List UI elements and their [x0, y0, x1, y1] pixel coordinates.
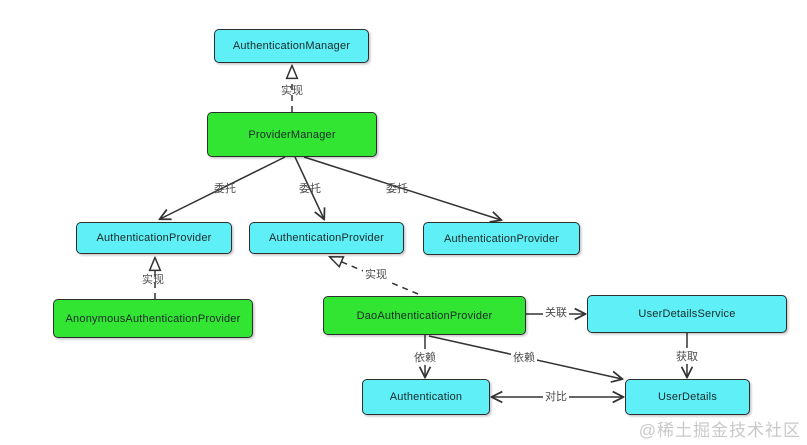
node-authentication-provider-right: AuthenticationProvider — [423, 222, 580, 255]
node-dao-authentication-provider: DaoAuthenticationProvider — [323, 296, 526, 335]
edge-delegate-middle — [294, 156, 324, 219]
node-provider-manager: ProviderManager — [207, 112, 377, 157]
node-authentication-provider-middle: AuthenticationProvider — [249, 222, 404, 254]
node-authentication-manager: AuthenticationManager — [214, 29, 369, 63]
node-authentication: Authentication — [362, 379, 490, 415]
node-user-details-service: UserDetailsService — [587, 295, 787, 333]
edge-depend-user-details — [428, 335, 622, 379]
node-anonymous-authentication-provider: AnonymousAuthenticationProvider — [53, 299, 253, 338]
edge-delegate-left — [160, 156, 286, 219]
node-user-details: UserDetails — [625, 379, 750, 415]
watermark: @稀土掘金技术社区 — [638, 421, 801, 440]
node-authentication-provider-left: AuthenticationProvider — [76, 222, 232, 254]
edge-implement-dao — [330, 257, 419, 295]
edge-delegate-right — [303, 156, 501, 220]
